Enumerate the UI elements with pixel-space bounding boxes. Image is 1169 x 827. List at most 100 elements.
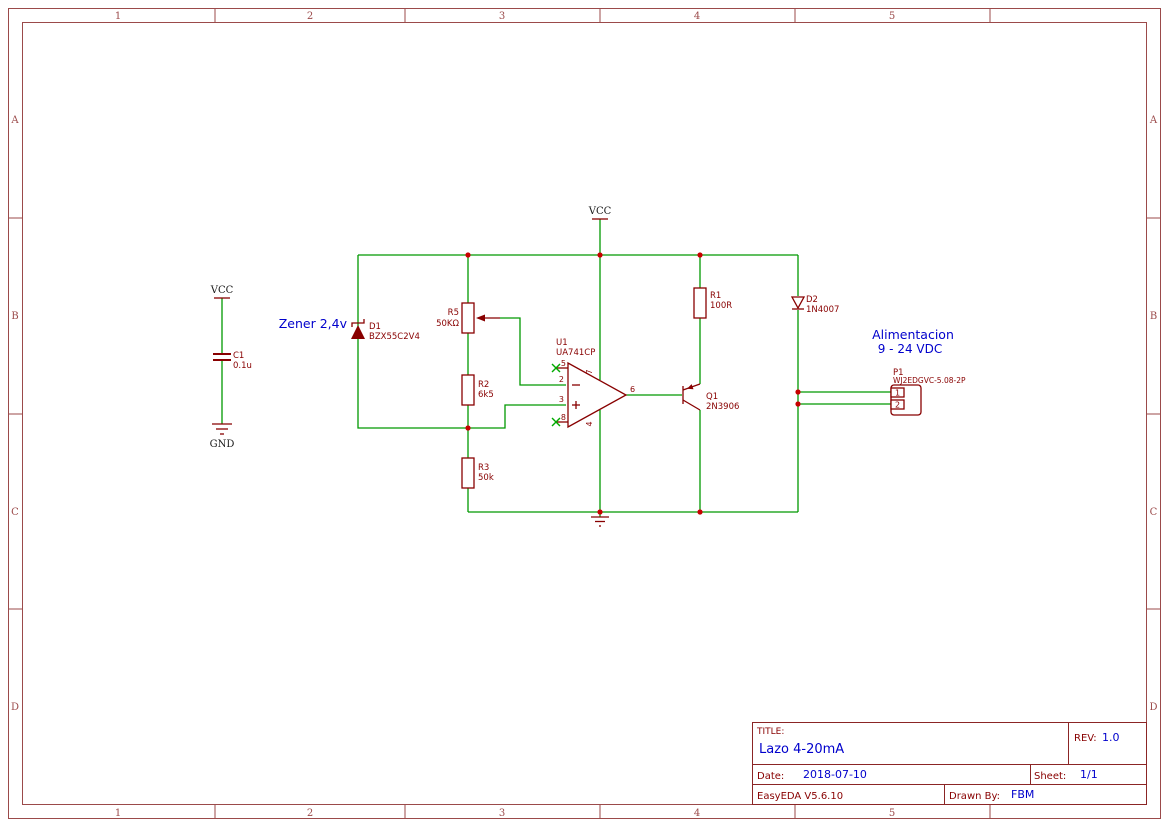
resistor-body — [461, 374, 475, 406]
row-label: D — [1149, 702, 1157, 713]
wire-wiper-to-inv — [500, 317, 566, 386]
pin-number: 2 — [559, 375, 564, 384]
row-label: A — [1149, 115, 1158, 126]
rev-value: 1.0 — [1102, 731, 1120, 744]
capacitor-c1: C1 0.1u — [213, 351, 252, 371]
resistor-body — [461, 457, 475, 489]
col-label: 2 — [307, 808, 313, 819]
title-block: TITLE: Lazo 4-20mA REV: 1.0 Date: 2018-0… — [752, 722, 1147, 805]
junction-dot — [597, 509, 603, 515]
component-value: UA741CP — [556, 348, 595, 358]
component-ref: Q1 — [706, 392, 718, 402]
frame-column-labels-bottom: 1 2 3 4 5 — [115, 808, 895, 819]
connector-pin-box — [890, 399, 905, 410]
component-value: 100R — [710, 301, 732, 311]
component-value: WJ2EDGVC-5.08-2P — [893, 376, 966, 385]
gnd-symbol-center — [591, 516, 609, 527]
opamp-u1: 5 2 3 8 6 7 4 U1 UA741CP — [551, 338, 635, 429]
junction-dots — [465, 252, 801, 515]
frame-row-labels-right: A B C D — [1149, 115, 1158, 713]
col-label: 4 — [694, 11, 700, 22]
no-connect-x-pin5 — [551, 363, 561, 373]
row-label: C — [1150, 507, 1158, 518]
row-label: B — [11, 311, 18, 322]
wires — [221, 219, 891, 517]
pin-number: 1 — [895, 389, 900, 398]
component-ref: R2 — [478, 380, 489, 390]
pin-number: 7 — [585, 369, 594, 374]
pin-number: 8 — [561, 413, 566, 422]
wire-zener-to-noninv — [357, 255, 566, 429]
junction-dot — [697, 252, 703, 258]
col-label: 5 — [889, 11, 895, 22]
col-label: 3 — [499, 11, 505, 22]
supply-annotation-line2: 9 - 24 VDC — [878, 342, 943, 356]
pin-number: 6 — [630, 385, 635, 394]
zener-annotation: Zener 2,4v — [279, 316, 348, 331]
collector-lead — [682, 399, 701, 411]
col-label: 1 — [115, 11, 121, 22]
pin-number: 4 — [585, 421, 594, 426]
component-value: 1N4007 — [806, 305, 839, 315]
potentiometer-r5: R5 50KΩ — [436, 302, 500, 334]
junction-dot — [795, 389, 801, 395]
frame-column-labels-top: 1 2 3 4 5 — [115, 11, 895, 22]
junction-dot — [697, 509, 703, 515]
resistor-r2: R2 6k5 — [461, 374, 494, 406]
tool-version: EasyEDA V5.6.10 — [757, 791, 843, 802]
title-label: TITLE: — [756, 727, 784, 737]
net-label-gnd: GND — [210, 439, 235, 450]
vcc-symbol-left: VCC — [210, 285, 234, 299]
no-connect-x-pin8 — [551, 417, 561, 427]
supply-annotation-line1: Alimentacion — [872, 327, 954, 342]
diode-d2: D2 1N4007 — [790, 295, 839, 315]
opamp-triangle — [567, 361, 628, 429]
component-value: 6k5 — [478, 390, 494, 400]
junction-dot — [465, 425, 471, 431]
wiper-arrow — [476, 314, 485, 322]
junction-dot — [597, 252, 603, 258]
sheet-border: 1 2 3 4 5 1 2 3 4 5 A B C D A B C D — [8, 8, 1161, 819]
col-label: 3 — [499, 808, 505, 819]
component-ref: P1 — [893, 368, 904, 378]
col-label: 1 — [115, 808, 121, 819]
row-label: C — [11, 507, 19, 518]
col-label: 4 — [694, 808, 700, 819]
junction-dot — [795, 401, 801, 407]
col-label: 2 — [307, 11, 313, 22]
resistor-body — [693, 287, 707, 319]
component-ref: R3 — [478, 463, 489, 473]
drawn-by-label: Drawn By: — [949, 791, 1000, 802]
component-value: BZX55C2V4 — [369, 332, 420, 342]
diode-triangle — [790, 296, 806, 310]
component-ref: D2 — [806, 295, 818, 305]
rev-label: REV: — [1074, 733, 1097, 744]
resistor-r1: R1 100R — [693, 287, 732, 319]
pin-number: 2 — [895, 401, 900, 410]
title-block-border — [752, 722, 1147, 805]
date-label: Date: — [757, 771, 784, 782]
resistor-r3: R3 50k — [461, 457, 494, 489]
row-label: D — [11, 702, 19, 713]
schematic-title: Lazo 4-20mA — [759, 742, 844, 757]
component-value: 50KΩ — [436, 319, 459, 329]
pin-number: 5 — [561, 359, 566, 368]
resistor-body — [461, 302, 475, 334]
pin-number: 3 — [559, 395, 564, 404]
row-label: B — [1150, 311, 1157, 322]
frame-row-labels-left: A B C D — [10, 115, 19, 713]
drawn-by-value: FBM — [1011, 788, 1034, 801]
vcc-symbol-top: VCC — [588, 206, 612, 220]
sheet-label: Sheet: — [1034, 771, 1066, 782]
component-ref: R1 — [710, 291, 721, 301]
component-ref: C1 — [233, 351, 244, 361]
frame-ticks — [8, 8, 1161, 819]
diode-triangle — [351, 325, 365, 339]
component-value: 2N3906 — [706, 402, 739, 412]
row-label: A — [10, 115, 19, 126]
component-ref: U1 — [556, 338, 568, 348]
connector-p1: 1 2 P1 WJ2EDGVC-5.08-2P Alimentacion 9 -… — [872, 327, 966, 416]
component-value: 0.1u — [233, 361, 252, 371]
